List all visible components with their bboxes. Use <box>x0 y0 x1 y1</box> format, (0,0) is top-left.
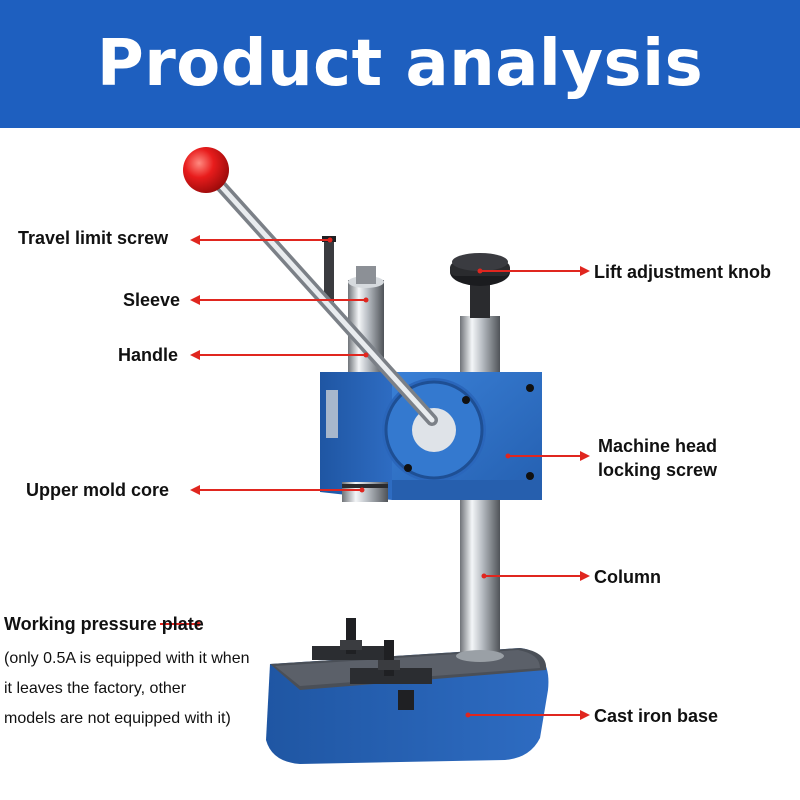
upper-mold-core <box>342 482 388 502</box>
header-banner: Product analysis <box>0 0 800 128</box>
label-lift-adjustment-knob: Lift adjustment knob <box>594 262 771 282</box>
machine-head <box>320 372 542 500</box>
page-title: Product analysis <box>96 27 704 101</box>
working-pressure-plate <box>312 618 432 710</box>
label-machine-head-locking-screw-line2: locking screw <box>598 460 718 480</box>
label-working-pressure-plate: Working pressure plate <box>4 614 204 634</box>
lift-adjustment-knob <box>450 253 510 318</box>
label-handle: Handle <box>118 345 179 365</box>
label-sleeve: Sleeve <box>123 290 181 310</box>
handle <box>183 147 438 426</box>
label-travel-limit-screw: Travel limit screw <box>18 228 169 248</box>
note-line-1: (only 0.5A is equipped with it when <box>4 650 250 667</box>
label-upper-mold-core: Upper mold core <box>26 480 170 500</box>
label-cast-iron-base: Cast iron base <box>594 706 719 726</box>
label-machine-head-locking-screw-line1: Machine head <box>598 436 718 456</box>
label-column: Column <box>594 567 661 587</box>
note-line-2: it leaves the factory, other <box>4 680 187 697</box>
note-line-3: models are not equipped with it) <box>4 710 231 727</box>
